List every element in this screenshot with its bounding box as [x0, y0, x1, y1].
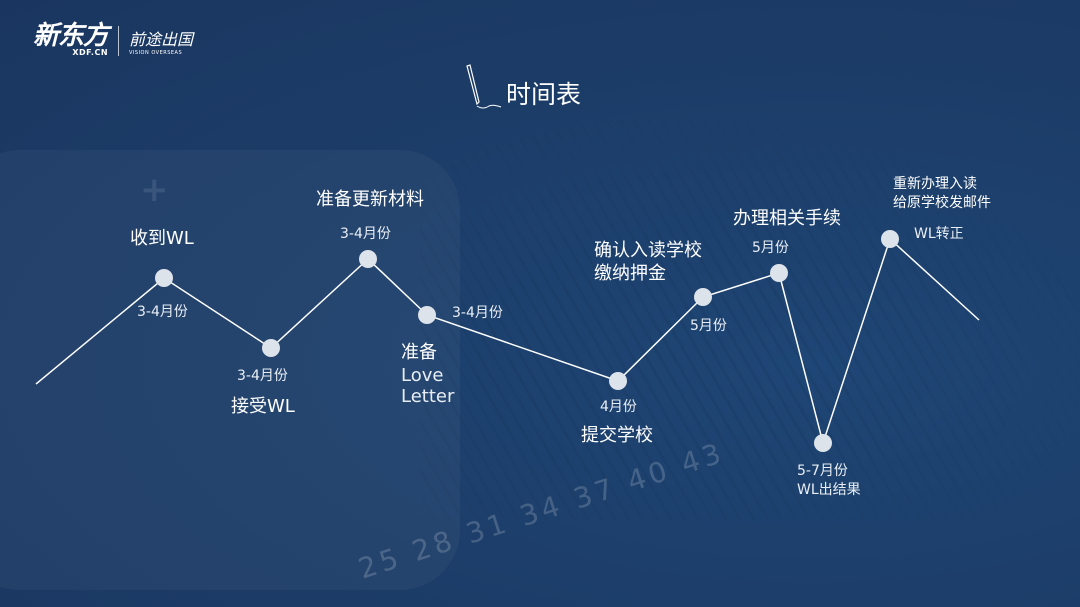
- step-title: 办理相关手续: [733, 208, 841, 229]
- partner-logo: 前途出国: [129, 29, 194, 49]
- page-title: 时间表: [506, 80, 582, 109]
- step-title: 准备更新材料: [316, 189, 424, 210]
- plus-decoration: +: [140, 170, 169, 210]
- step-date: 3-4月份: [137, 304, 188, 320]
- brand-sub: XDF.CN: [72, 48, 109, 57]
- timeline-node: [694, 288, 712, 306]
- timeline-node: [262, 339, 280, 357]
- step-title: 接受WL: [231, 396, 295, 417]
- step-date: 5月份: [752, 240, 789, 256]
- step-date: 3-4月份: [340, 226, 391, 242]
- step-date: 4月份: [600, 399, 637, 415]
- step-title-line2: 缴纳押金: [594, 263, 666, 284]
- step-title: WL出结果: [797, 482, 861, 498]
- logo-divider: [118, 25, 120, 56]
- timeline-node: [155, 269, 173, 287]
- step-date: 5月份: [690, 318, 727, 334]
- step-title: 重新办理入读: [893, 176, 977, 192]
- timeline-node: [609, 372, 627, 390]
- partner-sub: VISION OVERSEAS: [129, 49, 183, 56]
- timeline-node: [814, 434, 832, 452]
- timeline-node: [770, 264, 788, 282]
- step-date: 5-7月份: [797, 463, 848, 479]
- step-subtitle: Love Letter: [401, 365, 455, 407]
- paper-background: [420, 120, 1080, 520]
- calculator-background: [0, 150, 460, 590]
- step-title: 收到WL: [130, 228, 194, 249]
- step-title: 提交学校: [581, 425, 653, 446]
- step-date: 3-4月份: [237, 368, 288, 384]
- logo: 新东方 XDF.CN 前途出国 VISION OVERSEAS: [33, 21, 194, 57]
- step-title: 准备: [401, 342, 437, 363]
- timeline-node: [881, 230, 899, 248]
- step-date: 3-4月份: [452, 305, 503, 321]
- timeline-node: [418, 306, 436, 324]
- pencil-icon: [466, 64, 502, 109]
- step-title-line2: 给原学校发邮件: [893, 195, 991, 211]
- step-date: WL转正: [914, 226, 964, 242]
- step-title: 确认入读学校: [594, 240, 702, 261]
- brand-logo: 新东方: [33, 21, 109, 51]
- timeline-node: [359, 250, 377, 268]
